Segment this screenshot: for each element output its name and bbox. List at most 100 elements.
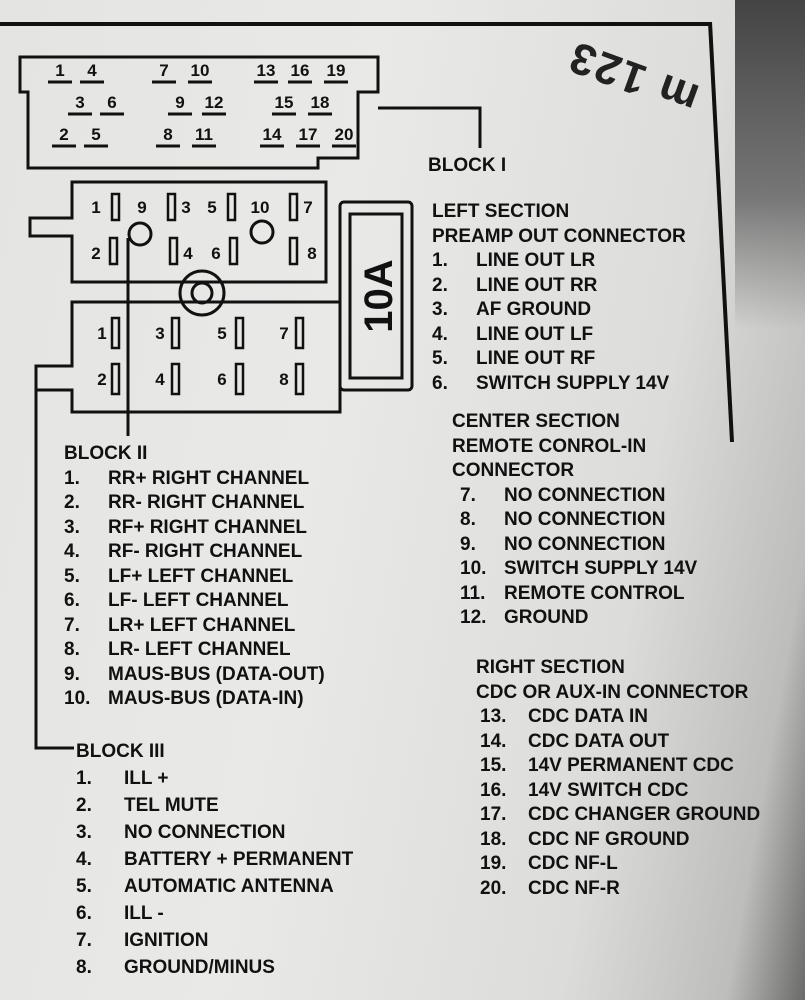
center-section-item: 7.NO CONNECTION bbox=[460, 484, 697, 509]
block2-item: 5.LF+ LEFT CHANNEL bbox=[64, 565, 325, 590]
block1-pin-bars bbox=[48, 80, 356, 148]
right-section-item-number: 14. bbox=[480, 730, 507, 752]
left-section-heading: LEFT SECTION bbox=[432, 201, 570, 222]
block3-item-label: GROUND/MINUS bbox=[124, 957, 275, 978]
block2-item: 7.LR+ LEFT CHANNEL bbox=[64, 614, 325, 639]
right-section-item-label: CDC CHANGER GROUND bbox=[528, 804, 761, 825]
center-section-subheading-2: CONNECTOR bbox=[452, 460, 575, 481]
block3-pin-8: 8 bbox=[279, 370, 288, 389]
block1-pin-19: 19 bbox=[327, 61, 346, 80]
block1-pin-18: 18 bbox=[311, 93, 330, 112]
block3-item: 2.TEL MUTE bbox=[76, 792, 353, 819]
left-section-item: 4.LINE OUT LF bbox=[432, 323, 686, 348]
right-section-item-label: CDC DATA IN bbox=[528, 706, 648, 727]
frame-top-border bbox=[0, 22, 712, 26]
block1-outline bbox=[18, 55, 380, 170]
left-section-item-label: LINE OUT RF bbox=[476, 348, 596, 369]
center-section-item-number: 9. bbox=[460, 533, 476, 555]
block2-item-number: 3. bbox=[64, 516, 80, 538]
block2-title: BLOCK II bbox=[64, 443, 148, 464]
left-section-item-label: AF GROUND bbox=[476, 299, 592, 320]
block1-pin-12: 12 bbox=[205, 93, 224, 112]
right-section-item: 16.14V SWITCH CDC bbox=[480, 779, 760, 804]
right-section-item: 15.14V PERMANENT CDC bbox=[480, 754, 760, 779]
block1-pin-1: 1 bbox=[55, 61, 64, 80]
block2-item-label: RF- RIGHT CHANNEL bbox=[108, 541, 303, 562]
right-section-item: 14. CDC DATA OUT bbox=[480, 730, 760, 755]
block3-item-number: 5. bbox=[76, 876, 92, 897]
right-section-item-number: 13. bbox=[480, 706, 507, 727]
left-section-subheading: PREAMP OUT CONNECTOR bbox=[432, 225, 686, 247]
right-section-item-label: CDC NF-R bbox=[528, 877, 620, 899]
block2-pin-10: 10 bbox=[251, 198, 270, 217]
left-section-item: 5.LINE OUT RF bbox=[432, 347, 686, 372]
block2-item: 1.RR+ RIGHT CHANNEL bbox=[64, 467, 325, 492]
block1-pin-13: 13 bbox=[257, 61, 276, 80]
block1-pin-17: 17 bbox=[299, 125, 318, 144]
block2-outline bbox=[28, 180, 328, 284]
block1-pin-7: 7 bbox=[159, 61, 168, 80]
block2-item-label: MAUS-BUS (DATA-OUT) bbox=[108, 663, 325, 685]
right-section-item-number: 16. bbox=[480, 779, 507, 801]
center-section-item-label: SWITCH SUPPLY 14V bbox=[504, 558, 698, 579]
block1-pin-15: 15 bbox=[275, 93, 294, 112]
left-section-item-number: 3. bbox=[432, 299, 448, 320]
block2-pin-5: 5 bbox=[207, 198, 216, 217]
block1-title: BLOCK I bbox=[428, 155, 507, 176]
block2-item: 2.RR- RIGHT CHANNEL bbox=[64, 491, 325, 516]
right-section-item-number: 18. bbox=[480, 828, 507, 850]
block2-item: 8.LR- LEFT CHANNEL bbox=[64, 638, 325, 663]
block3-item-number: 4. bbox=[76, 849, 92, 870]
block1-pin-3: 3 bbox=[75, 93, 84, 112]
block3-item-number: 3. bbox=[76, 822, 92, 843]
center-section-item-label: NO CONNECTION bbox=[504, 533, 666, 555]
center-section-item-label: REMOTE CONTROL bbox=[504, 582, 685, 604]
center-section-item-label: GROUND bbox=[504, 607, 589, 628]
block2-hole-right bbox=[249, 219, 275, 245]
block3-pin-7: 7 bbox=[279, 324, 288, 343]
right-section-item: 18. CDC NF GROUND bbox=[480, 828, 760, 853]
block2-item-number: 10. bbox=[64, 688, 91, 709]
block3-item: 7.IGNITION bbox=[76, 927, 353, 954]
block2-pin-9: 9 bbox=[137, 198, 146, 217]
block2-item-label: LF- LEFT CHANNEL bbox=[108, 590, 289, 611]
right-section-heading: RIGHT SECTION bbox=[476, 657, 625, 678]
right-section-item-label: CDC NF GROUND bbox=[528, 828, 690, 850]
block1-pin-14: 14 bbox=[263, 125, 282, 144]
block2-item-label: MAUS-BUS (DATA-IN) bbox=[108, 688, 304, 709]
block2-item-label: RR+ RIGHT CHANNEL bbox=[108, 467, 310, 489]
block2-item-number: 2. bbox=[64, 492, 80, 513]
block2-pin-7: 7 bbox=[303, 198, 312, 217]
block3-pin-4: 4 bbox=[155, 370, 165, 389]
block2-item-label: LF+ LEFT CHANNEL bbox=[108, 565, 294, 587]
block3-item: 3.NO CONNECTION bbox=[76, 819, 353, 846]
block3-item: 8.GROUND/MINUS bbox=[76, 954, 353, 981]
fuse-inner bbox=[348, 212, 404, 380]
block1-pin-5: 5 bbox=[91, 125, 100, 144]
right-section-item-label: CDC DATA OUT bbox=[528, 730, 670, 752]
block2-item-number: 9. bbox=[64, 663, 80, 685]
block1-leader bbox=[378, 106, 482, 148]
block3-item-number: 1. bbox=[76, 768, 92, 789]
center-section-item-label: NO CONNECTION bbox=[504, 484, 666, 506]
left-section-item-label: LINE OUT LR bbox=[476, 250, 596, 271]
block3-item-label: ILL + bbox=[124, 768, 169, 789]
center-section-item-number: 10. bbox=[460, 558, 487, 579]
block3-pin-2: 2 bbox=[97, 370, 106, 389]
right-section-item-label: 14V PERMANENT CDC bbox=[528, 755, 734, 776]
fuse-label: 10A bbox=[357, 259, 401, 332]
block3-item-number: 2. bbox=[76, 795, 92, 816]
block3-outline bbox=[34, 300, 342, 414]
block3-item: 4.BATTERY + PERMANENT bbox=[76, 846, 353, 873]
left-section-item: 6.SWITCH SUPPLY 14V bbox=[432, 372, 686, 397]
right-section-item-number: 20. bbox=[480, 877, 507, 899]
